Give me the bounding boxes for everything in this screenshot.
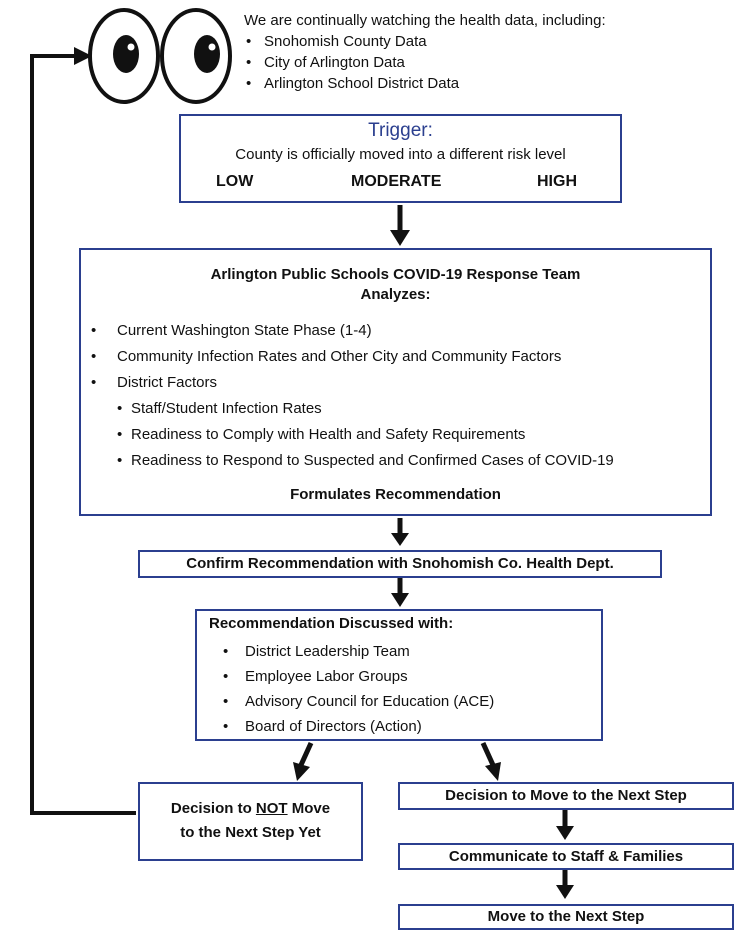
discussion-title: Recommendation Discussed with: xyxy=(209,615,454,632)
analysis-list: Current Washington State Phase (1-4) Com… xyxy=(89,318,699,396)
district-factor-item: Readiness to Respond to Suspected and Co… xyxy=(115,448,710,474)
arrow-to-communicate xyxy=(556,826,574,840)
discussion-item: District Leadership Team xyxy=(221,639,591,664)
district-factor-item: Readiness to Comply with Health and Safe… xyxy=(115,422,710,448)
monitoring-block: We are continually watching the health d… xyxy=(244,10,724,94)
eyes-icon xyxy=(88,8,232,104)
decision-not-line2: to the Next Step Yet xyxy=(180,824,321,841)
trigger-title: Trigger: xyxy=(368,120,433,141)
monitoring-sources: Snohomish County Data City of Arlington … xyxy=(244,31,724,94)
district-factor-item: Staff/Student Infection Rates xyxy=(115,396,710,422)
monitoring-intro: We are continually watching the health d… xyxy=(244,12,606,29)
decision-not-box: Decision to NOT Move to the Next Step Ye… xyxy=(138,782,363,861)
response-team-box: Arlington Public Schools COVID-19 Respon… xyxy=(79,248,712,516)
discussion-item: Employee Labor Groups xyxy=(221,664,591,689)
response-team-footer: Formulates Recommendation xyxy=(290,486,501,503)
analysis-item: Current Washington State Phase (1-4) xyxy=(89,318,699,344)
decision-not-line1: Decision to NOT Move xyxy=(140,797,361,821)
level-low: LOW xyxy=(216,173,254,190)
response-team-subtitle: Analyzes: xyxy=(360,286,431,303)
decision-yes-box: Decision to Move to the Next Step xyxy=(398,782,734,810)
trigger-box: Trigger: County is officially moved into… xyxy=(179,114,622,203)
trigger-description: County is officially moved into a differ… xyxy=(235,146,566,163)
discussion-item: Board of Directors (Action) xyxy=(221,714,591,739)
confirm-box: Confirm Recommendation with Snohomish Co… xyxy=(138,550,662,578)
decision-not-emphasis: NOT xyxy=(255,800,288,817)
arrow-to-decision-yes xyxy=(485,762,501,781)
move-box: Move to the Next Step xyxy=(398,904,734,930)
district-factors-list: Staff/Student Infection Rates Readiness … xyxy=(115,396,710,474)
analysis-item: Community Infection Rates and Other City… xyxy=(89,344,699,370)
monitoring-source: Snohomish County Data xyxy=(244,31,724,52)
arrow-trigger-to-team xyxy=(390,230,410,246)
monitoring-source: Arlington School District Data xyxy=(244,73,724,94)
communicate-box: Communicate to Staff & Families xyxy=(398,843,734,870)
level-moderate: MODERATE xyxy=(351,173,442,190)
discussion-item: Advisory Council for Education (ACE) xyxy=(221,689,591,714)
arrow-team-to-confirm xyxy=(391,533,409,546)
arrow-to-move xyxy=(556,885,574,899)
analysis-item: District Factors xyxy=(89,370,699,396)
arrow-confirm-to-discussion xyxy=(391,593,409,607)
decision-not-text-post: Move xyxy=(287,800,331,817)
discussion-list: District Leadership Team Employee Labor … xyxy=(221,639,591,739)
loop-back-arrow xyxy=(30,54,136,815)
arrow-to-decision-not xyxy=(293,762,310,781)
response-team-title: Arlington Public Schools COVID-19 Respon… xyxy=(210,266,581,283)
level-high: HIGH xyxy=(537,173,577,190)
monitoring-source: City of Arlington Data xyxy=(244,52,724,73)
decision-not-text-pre: Decision to xyxy=(170,800,256,817)
discussion-box: Recommendation Discussed with: District … xyxy=(195,609,603,741)
